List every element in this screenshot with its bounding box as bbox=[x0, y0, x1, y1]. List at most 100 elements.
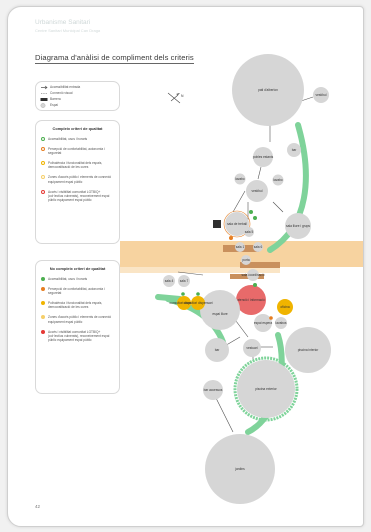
criterion-dot-icon bbox=[253, 283, 257, 287]
criterion-dot-icon bbox=[41, 301, 45, 306]
node-circle bbox=[253, 147, 273, 167]
legend-key-label: Accessibilitat entrada bbox=[50, 85, 81, 89]
link-line bbox=[177, 271, 204, 276]
header-title: Urbanisme Sanitari bbox=[35, 19, 91, 26]
node-label: piscina interior bbox=[298, 348, 319, 352]
legend-complies-box: Compleix criteri de qualitat Accessibili… bbox=[35, 120, 120, 244]
node: lavabo bbox=[234, 173, 246, 185]
criterion-dots bbox=[181, 210, 257, 296]
node: porta bbox=[241, 255, 251, 265]
criterion-label: Accessibilitat, usos i horaris bbox=[48, 277, 88, 281]
document-page: Urbanisme Sanitari Centre Sanitari Munic… bbox=[7, 6, 364, 527]
link-line bbox=[272, 201, 284, 213]
node-circle bbox=[244, 227, 254, 237]
node-circle bbox=[254, 314, 272, 332]
node-circle bbox=[237, 360, 295, 418]
node-label: consultori dispensari bbox=[169, 301, 198, 305]
node-label: bar bbox=[292, 148, 298, 152]
criterion-dot-icon bbox=[41, 287, 45, 292]
criterion-item: Percepció de confortabilitat, autonomia … bbox=[36, 287, 119, 295]
node: espai lliure bbox=[200, 290, 240, 330]
node-circle bbox=[200, 290, 240, 330]
node-circle bbox=[247, 269, 259, 281]
node-label: vestíbul bbox=[316, 93, 327, 97]
node-circle bbox=[241, 255, 251, 265]
criterion-item: Polivalència i funcionalitat dels espais… bbox=[36, 301, 119, 309]
node: vestíbul bbox=[246, 180, 268, 202]
node-label: sala coordinació bbox=[241, 273, 264, 277]
node-label: espai lliure bbox=[212, 312, 227, 316]
node-circle bbox=[285, 327, 331, 373]
criterion-item: Accessibilitat, usos i horaris bbox=[36, 137, 119, 141]
node-label: bar bbox=[215, 348, 221, 352]
node-circle bbox=[234, 173, 246, 185]
node-label: vestíbul bbox=[252, 189, 263, 193]
node-circle bbox=[287, 143, 301, 157]
node-label: sala 4 bbox=[165, 279, 174, 283]
criterion-item: Accés i visibilitat comunitat LGTBIQ+ (c… bbox=[36, 329, 119, 342]
criterion-ring-icon bbox=[41, 147, 45, 152]
legend-complies-heading: Compleix criteri de qualitat bbox=[52, 126, 103, 131]
node: bar accessos bbox=[203, 380, 223, 400]
node-label: jardins bbox=[234, 467, 245, 471]
node-label: espai espera bbox=[254, 321, 272, 325]
node: piscina interior bbox=[285, 327, 331, 373]
link-line bbox=[232, 190, 246, 213]
legend-not-complies-box: No compleix criteri de qualitat Accessib… bbox=[35, 260, 120, 394]
node-circle bbox=[236, 285, 266, 315]
node: sala 1 bbox=[235, 242, 245, 252]
node-circle bbox=[272, 174, 284, 186]
legend-key-label: Barrera bbox=[50, 97, 61, 101]
node: espai espera bbox=[254, 314, 273, 332]
north-arrow-icon bbox=[167, 92, 181, 104]
criterion-item: Zones d'accés públic i elements de conne… bbox=[36, 315, 119, 324]
street-band-secondary bbox=[120, 267, 280, 273]
node-label: lavabo bbox=[273, 178, 283, 182]
node-label: atenció i informació bbox=[237, 298, 265, 302]
node-circle bbox=[177, 296, 191, 310]
link-line bbox=[257, 166, 262, 180]
barrier-icon bbox=[40, 98, 48, 101]
criterion-dot-icon bbox=[269, 316, 273, 320]
criterion-dot-icon bbox=[41, 277, 45, 281]
node: sala 5 bbox=[244, 227, 254, 237]
node-circle bbox=[205, 338, 229, 362]
node: sala lliure i grups bbox=[285, 213, 311, 239]
node-label: sala de treball bbox=[227, 222, 247, 226]
criterion-item: Percepció de confortabilitat, autonomia … bbox=[36, 147, 119, 155]
criterion-item: Zones d'accés públic i elements de conne… bbox=[36, 175, 119, 184]
node-circle bbox=[285, 213, 311, 239]
node-circle bbox=[235, 242, 245, 252]
criterion-ring-icon bbox=[41, 175, 45, 180]
node: vestuari bbox=[243, 339, 261, 357]
node-label: consultori dispensari bbox=[183, 301, 212, 305]
legend-not-complies-heading: No compleix criteri de qualitat bbox=[49, 266, 106, 271]
criterion-ring-icon bbox=[223, 210, 251, 238]
criterion-label: Percepció de confortabilitat, autonomia … bbox=[48, 147, 105, 156]
node-circle bbox=[275, 317, 287, 329]
criterion-dot-icon bbox=[229, 236, 233, 240]
node-label: lavabos bbox=[276, 321, 287, 325]
criterion-dot-icon bbox=[181, 292, 185, 296]
criterion-label: Zones d'accés públic i elements de conne… bbox=[48, 315, 112, 324]
node-circle bbox=[191, 296, 205, 310]
node-label: lavabo bbox=[235, 177, 245, 181]
node: sala 6 bbox=[253, 242, 263, 252]
node-label: porta bbox=[242, 258, 249, 262]
node-label: sala 7 bbox=[180, 279, 189, 283]
node-circle bbox=[243, 339, 261, 357]
node: consultori dispensari bbox=[169, 296, 199, 310]
node: consultori dispensari bbox=[183, 296, 213, 310]
node: oficina bbox=[277, 299, 293, 315]
criterion-ring-icon bbox=[41, 137, 45, 141]
page-title: Diagrama d'anàlisi de compliment dels cr… bbox=[35, 53, 194, 64]
criterion-ring-icon bbox=[233, 356, 299, 422]
legend-key-label: Connexió visual bbox=[50, 91, 73, 95]
node-label: pati d'alberlon bbox=[258, 88, 278, 92]
criterion-item: Accés i visibilitat comunitat LGTBIQ+ (c… bbox=[36, 189, 119, 202]
criterion-dot-icon bbox=[41, 315, 45, 320]
criteria-diagram: N bbox=[120, 54, 363, 504]
node: vestíbul bbox=[313, 87, 329, 103]
node-circle bbox=[232, 54, 304, 126]
criterion-item: Polivalència i funcionalitat dels espais… bbox=[36, 161, 119, 169]
